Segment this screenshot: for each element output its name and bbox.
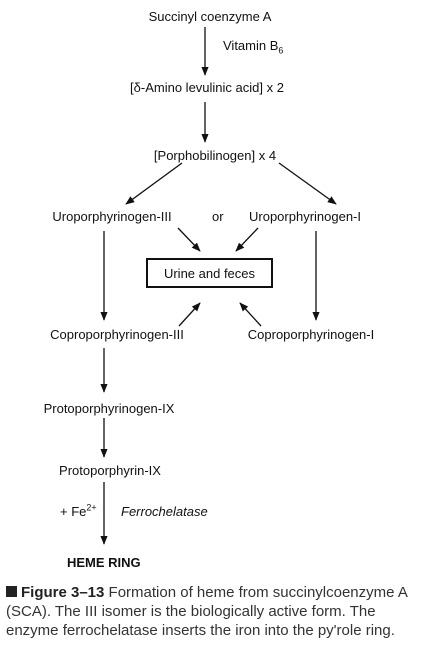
arrow-pbg-to-uro1 (278, 162, 337, 205)
node-uroporphyrinogen-iii: Uroporphyrinogen-III (52, 209, 172, 224)
cofactor-iron-charge: 2+ (86, 502, 97, 513)
node-aminolevulinic-acid: [δ-Amino levulinic acid] x 2 (130, 80, 284, 95)
urine-and-feces-label: Urine and feces (163, 265, 256, 281)
arrow-uro3-to-urine (177, 227, 201, 252)
node-protoporphyrinogen-ix: Protoporphyrinogen-IX (43, 401, 175, 416)
node-coproporphyrinogen-iii: Coproporphyrinogen-III (50, 327, 184, 342)
node-uroporphyrinogen-i: Uroporphyrinogen-I (248, 209, 362, 224)
cofactor-vitamin-subscript: 6 (278, 45, 284, 56)
arrow-copro3-to-urine (178, 302, 201, 327)
node-protoporphyrin-ix: Protoporphyrin-IX (59, 463, 161, 478)
cofactor-iron: + Fe2+ (60, 502, 97, 519)
node-heme-ring: HEME RING (67, 555, 141, 570)
caption-text: Formation of heme from succinylcoenzyme … (6, 584, 408, 639)
arrow-uro1-to-urine (235, 227, 259, 252)
arrow-copro1-to-urine (239, 302, 262, 327)
figure-caption: Figure 3–13 Formation of heme from succi… (6, 583, 426, 640)
or-label: or (212, 209, 224, 224)
cofactor-vitamin-text: Vitamin B (223, 38, 279, 53)
caption-bullet-square (6, 586, 17, 597)
node-coproporphyrinogen-i: Coproporphyrinogen-I (247, 327, 375, 342)
pathway-arrows (100, 27, 337, 545)
node-porphobilinogen: [Porphobilinogen] x 4 (153, 148, 277, 163)
enzyme-ferrochelatase: Ferrochelatase (121, 504, 208, 519)
caption-figure-label: Figure 3–13 (21, 584, 105, 601)
arrow-pbg-to-uro3 (125, 162, 183, 205)
cofactor-vitamin-b6: Vitamin B6 (223, 38, 284, 56)
urine-and-feces-box: Urine and feces (146, 258, 273, 288)
cofactor-iron-text: + Fe (60, 504, 87, 519)
node-succinyl-coenzyme-a: Succinyl coenzyme A (148, 9, 272, 24)
heme-synthesis-diagram: Succinyl coenzyme A Vitamin B6 [δ-Amino … (43, 9, 375, 570)
